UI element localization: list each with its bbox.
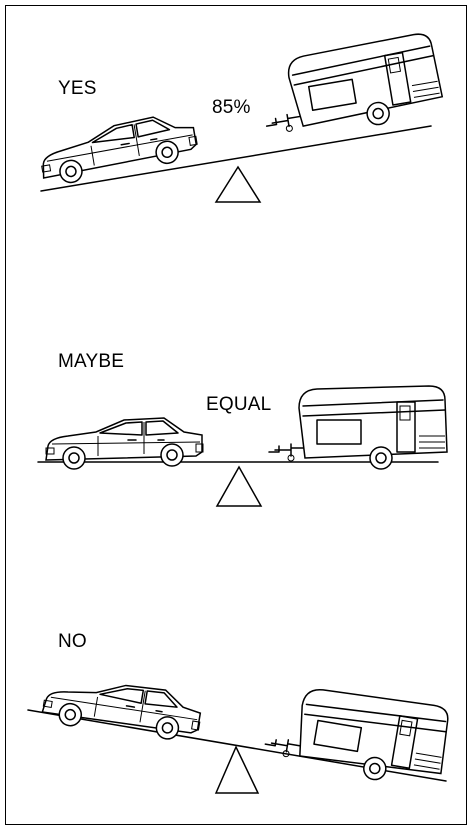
scene-no-illustration: [6, 6, 468, 826]
diagram-frame: YES 85% MAYBE EQUAL NO: [5, 5, 467, 825]
caravan: [263, 679, 452, 790]
pivot-triangle: [216, 747, 258, 793]
